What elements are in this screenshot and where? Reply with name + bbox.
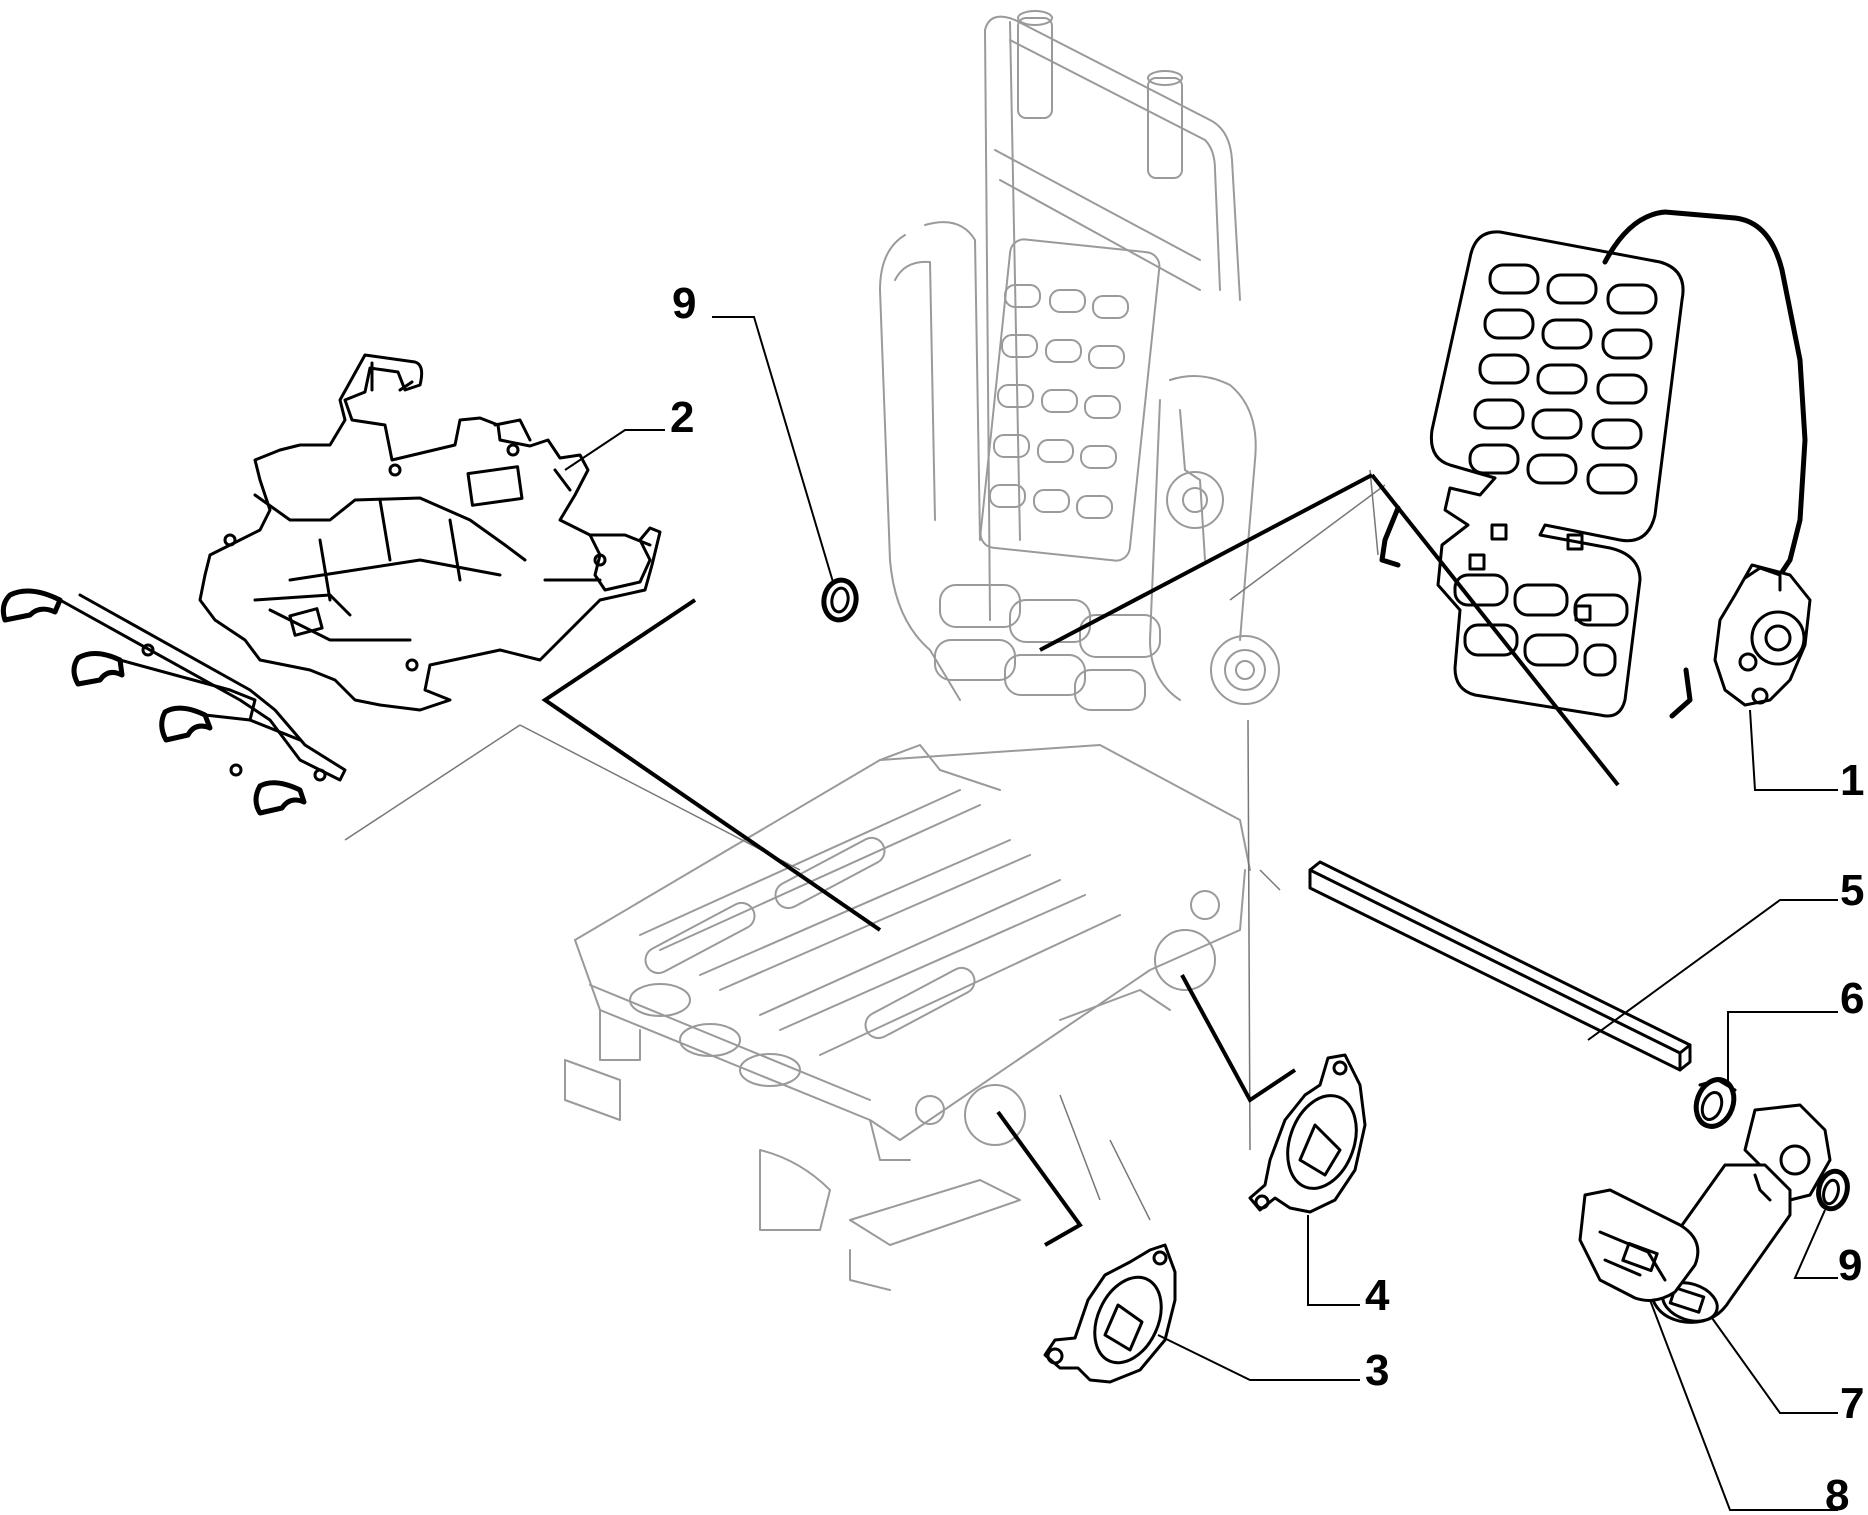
part-seat-heater-mat bbox=[0, 353, 662, 816]
part-backrest-heater-mat bbox=[1379, 209, 1812, 719]
callout-2: 2 bbox=[670, 393, 694, 442]
backrest-mat-cells bbox=[989, 284, 1129, 519]
callout-7: 7 bbox=[1840, 1379, 1864, 1428]
callout-8: 8 bbox=[1825, 1471, 1849, 1515]
callout-1: 1 bbox=[1840, 756, 1864, 805]
callout-4: 4 bbox=[1365, 1271, 1390, 1320]
part-height-adjuster bbox=[1248, 1053, 1367, 1214]
part-bushing bbox=[1693, 1077, 1737, 1129]
part-o-ring-right bbox=[1816, 1168, 1850, 1212]
part-tilt-adjuster bbox=[1043, 1243, 1177, 1384]
assembly-bracket-lines bbox=[541, 473, 1620, 1247]
part-motor bbox=[1648, 1103, 1832, 1324]
callout-9-left: 9 bbox=[672, 279, 696, 328]
callout-6: 6 bbox=[1840, 974, 1864, 1023]
callout-3: 3 bbox=[1365, 1346, 1389, 1395]
part-cover bbox=[1578, 1188, 1700, 1302]
callout-labels: 9 2 1 5 6 9 7 8 4 3 bbox=[670, 279, 1864, 1515]
leader-lines bbox=[564, 316, 1838, 1511]
seat-frame bbox=[344, 10, 1386, 1291]
callout-9-right: 9 bbox=[1838, 1241, 1862, 1290]
part-shaft bbox=[1308, 860, 1692, 1072]
part-o-ring-left bbox=[821, 577, 859, 623]
callout-5: 5 bbox=[1840, 866, 1864, 915]
